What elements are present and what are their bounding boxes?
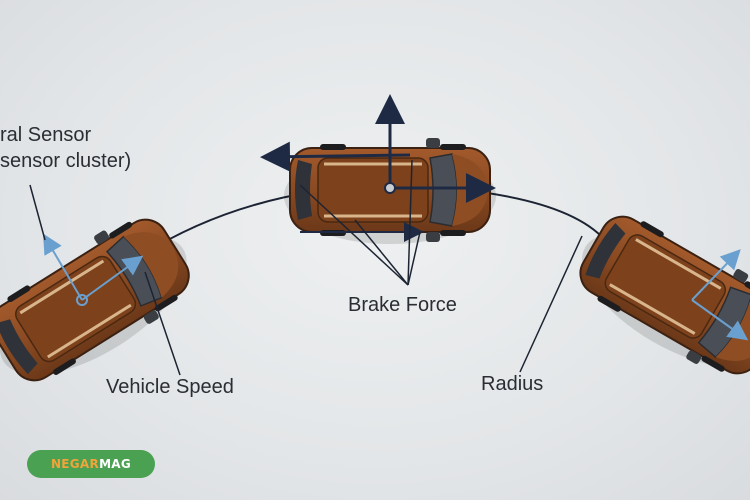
lateral-sensor-callout: [30, 185, 45, 240]
radius-label: Radius: [481, 373, 543, 396]
lateral-sensor-label-line2: sensor cluster): [0, 150, 131, 173]
brake-force-label: Brake Force: [348, 294, 457, 317]
car-left: [0, 200, 209, 402]
lateral-sensor-label-line1: ral Sensor: [0, 124, 91, 147]
watermark-part1: NEGAR: [51, 457, 99, 471]
radius-callout: [520, 236, 582, 372]
watermark-part2: MAG: [99, 457, 131, 471]
center-car-sensor-dot: [385, 183, 395, 193]
vehicle-speed-label: Vehicle Speed: [106, 376, 234, 399]
center-car-rear-brake-vector: [266, 155, 410, 157]
